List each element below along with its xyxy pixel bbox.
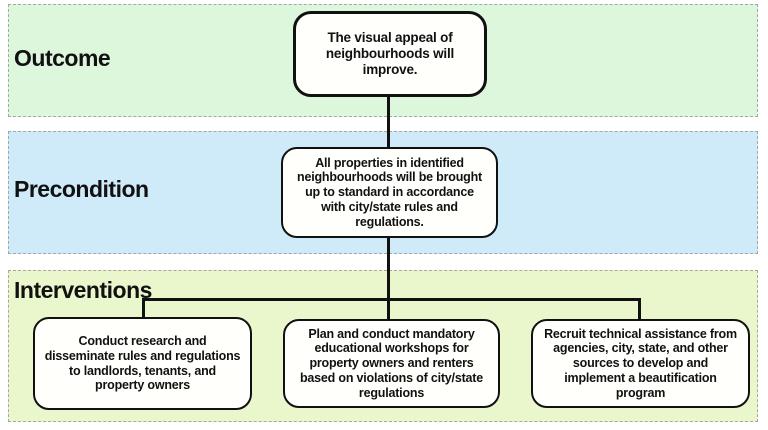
connector-branch-horizontal [142, 298, 641, 301]
node-intervention-workshops-text: Plan and conduct mandatory educational w… [299, 326, 484, 400]
band-label-interventions: Interventions [14, 277, 152, 303]
node-outcome-text: The visual appeal of neighbourhoods will… [325, 30, 455, 77]
node-precondition: All properties in identified neighbourho… [281, 147, 498, 238]
node-intervention-workshops: Plan and conduct mandatory educational w… [283, 319, 500, 408]
band-label-precondition: Precondition [14, 176, 149, 202]
band-label-outcome: Outcome [14, 45, 111, 71]
node-intervention-assistance: Recruit technical assistance from agenci… [531, 319, 750, 408]
connector-right-drop [638, 298, 641, 322]
node-precondition-text: All properties in identified neighbourho… [297, 155, 482, 229]
node-intervention-research: Conduct research and disseminate rules a… [33, 317, 252, 410]
node-intervention-assistance-text: Recruit technical assistance from agenci… [544, 326, 737, 400]
node-intervention-research-text: Conduct research and disseminate rules a… [44, 334, 241, 393]
connector-left-drop [142, 298, 145, 320]
node-outcome: The visual appeal of neighbourhoods will… [293, 11, 487, 97]
